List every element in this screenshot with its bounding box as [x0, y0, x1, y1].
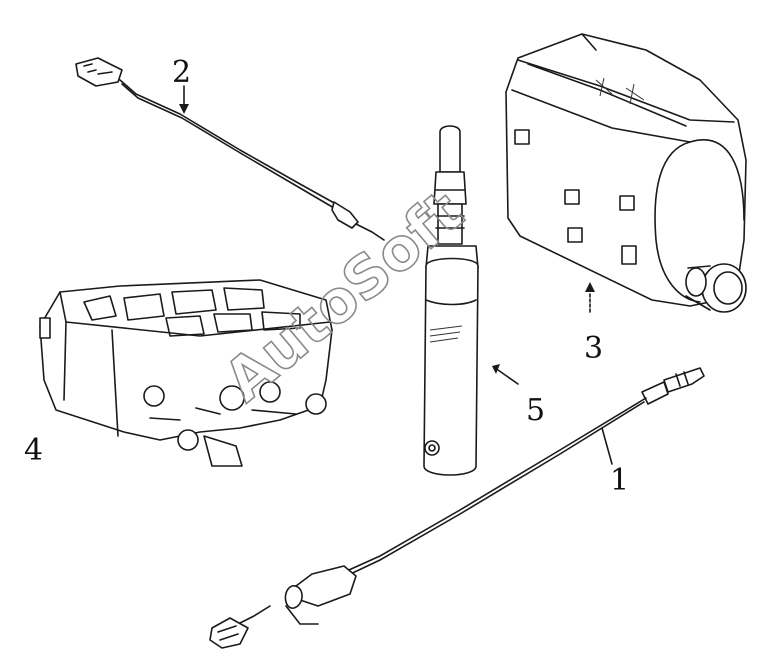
callout-5: 5 — [526, 393, 545, 428]
part-5-cylinder — [423, 125, 479, 476]
callout-4: 4 — [24, 433, 43, 468]
part-4-control-unit — [39, 279, 333, 467]
leader-lines — [179, 85, 613, 465]
callout-3: 3 — [584, 331, 603, 366]
part-3-tank — [505, 33, 747, 313]
part-2-sensor-cable — [75, 57, 385, 241]
callout-2: 2 — [172, 55, 191, 90]
part-1-nox-sensor — [209, 367, 705, 649]
callout-1: 1 — [610, 463, 629, 498]
